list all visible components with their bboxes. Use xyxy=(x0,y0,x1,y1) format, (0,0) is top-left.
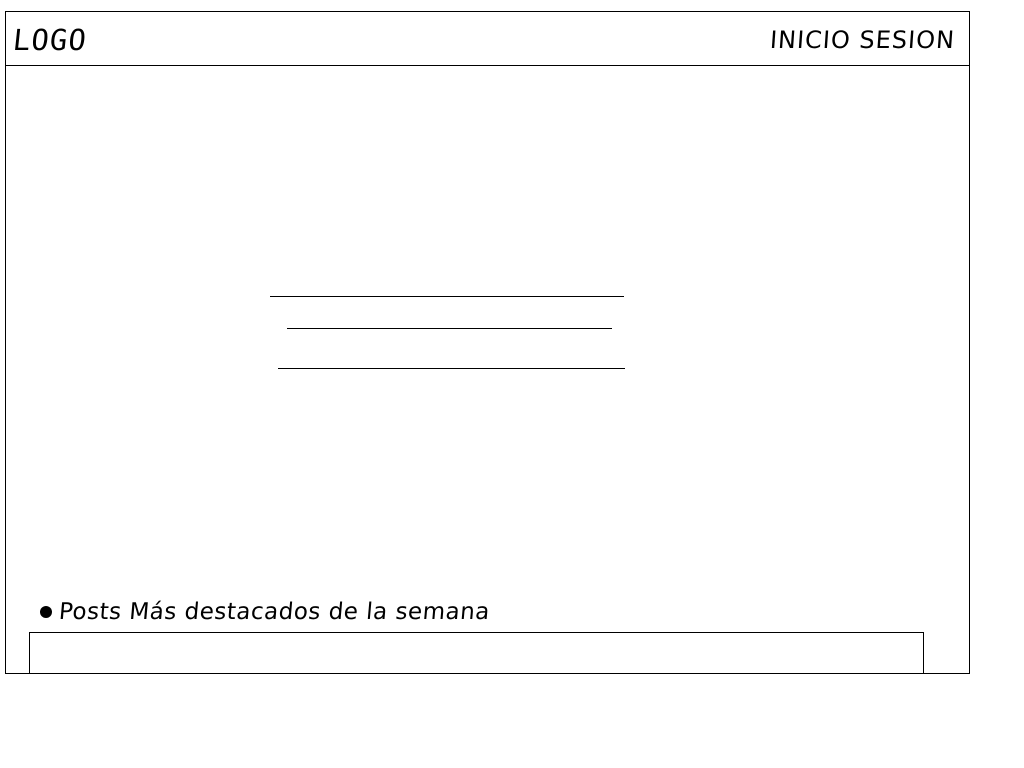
featured-posts-heading: Posts Más destacados de la semana xyxy=(40,596,491,628)
site-header: LOGO INICIO SESION xyxy=(6,12,969,66)
placeholder-line-1 xyxy=(270,296,624,297)
placeholder-line-2 xyxy=(287,328,612,329)
site-logo[interactable]: LOGO xyxy=(11,23,89,57)
featured-posts-panel xyxy=(29,632,924,673)
placeholder-line-3 xyxy=(278,368,625,369)
page-frame: LOGO INICIO SESION Posts Más destacados … xyxy=(5,11,970,674)
bullet-icon xyxy=(40,606,52,618)
featured-posts-title: Posts Más destacados de la semana xyxy=(57,599,491,625)
login-link[interactable]: INICIO SESION xyxy=(768,26,956,54)
